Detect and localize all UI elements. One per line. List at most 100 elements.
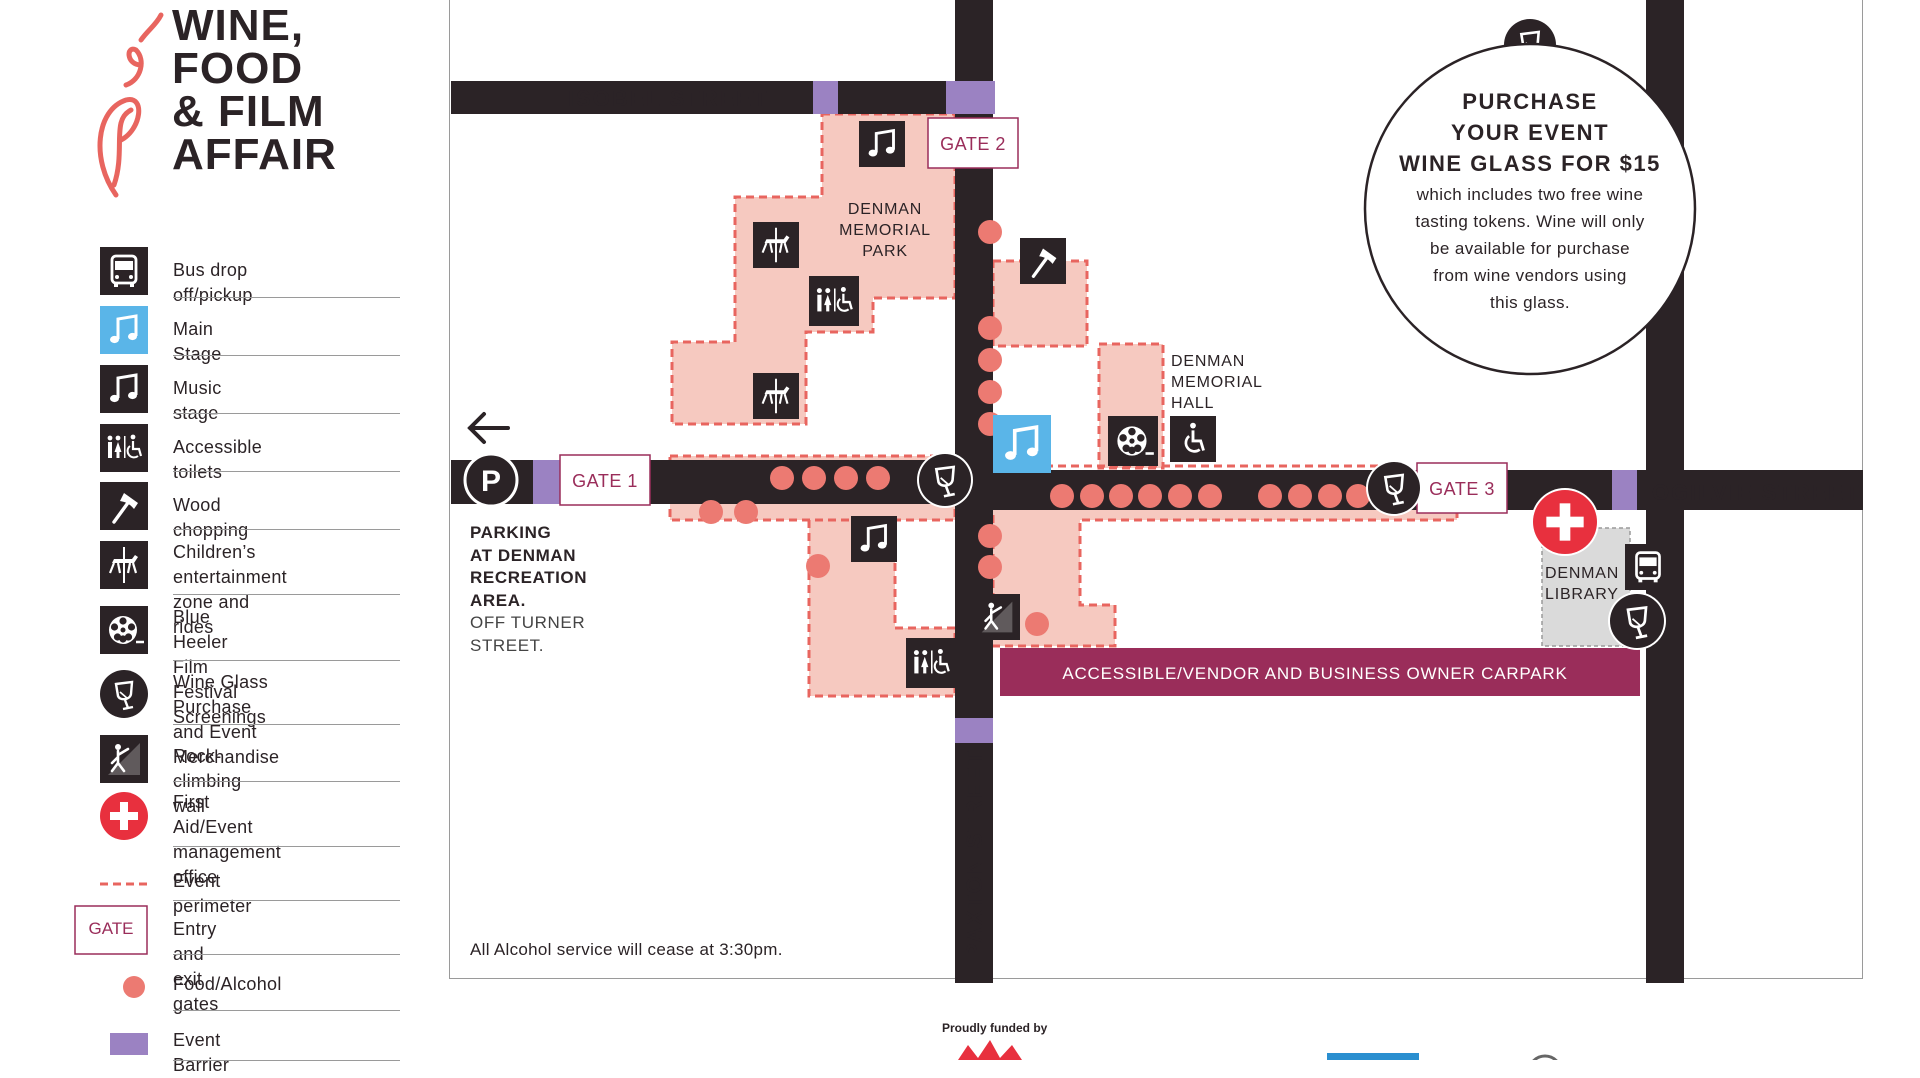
carousel-horse-icon[interactable]: [753, 222, 799, 268]
library-label-line: LIBRARY: [1545, 586, 1619, 603]
legend-label: Event perimeter: [173, 871, 252, 916]
gate-1-label: GATE 1: [572, 471, 638, 491]
food-alcohol-dot[interactable]: [1288, 484, 1312, 508]
legend-separator: [173, 781, 400, 782]
wine-glass-icon: [100, 670, 148, 718]
title-line-2: FOOD: [172, 44, 304, 93]
food-alcohol-dot[interactable]: [1050, 484, 1074, 508]
legend-separator: [173, 594, 400, 595]
hall-label: DENMAN MEMORIAL HALL: [1171, 353, 1263, 412]
bus-icon[interactable]: [1625, 544, 1671, 590]
food-alcohol-dot[interactable]: [1138, 484, 1162, 508]
legend-label: Blue Heeler Film Festival Screenings: [173, 607, 267, 727]
gate-box-label: GATE: [88, 919, 134, 938]
axe-icon: [100, 482, 148, 530]
parking-info: PARKING AT DENMAN RECREATION AREA. OFF T…: [470, 522, 587, 657]
food-alcohol-dot[interactable]: [734, 500, 758, 524]
food-alcohol-dot[interactable]: [978, 316, 1002, 340]
food-alcohol-dot[interactable]: [978, 524, 1002, 548]
food-alcohol-dot[interactable]: [978, 380, 1002, 404]
gate-3: GATE 3: [1416, 462, 1508, 514]
parking-marker[interactable]: P: [463, 452, 519, 508]
arrow-left-icon: [467, 412, 510, 444]
park-label-line: PARK: [862, 243, 908, 260]
food-alcohol-dot[interactable]: [1318, 484, 1342, 508]
legend-label: Wood chopping: [173, 495, 249, 540]
film-reel-icon: [100, 606, 148, 654]
accessible-toilets-icon: [100, 424, 148, 472]
food-alcohol-dot[interactable]: [1258, 484, 1282, 508]
title-line-3: & FILM: [172, 87, 325, 136]
legend-separator: [173, 954, 400, 955]
wine-glass-icon[interactable]: [1608, 592, 1666, 650]
carousel-horse-icon: [100, 541, 148, 589]
film-reel-icon[interactable]: [1108, 416, 1158, 466]
legend-label: Food/Alcohol: [173, 974, 282, 994]
food-alcohol-dot[interactable]: [699, 500, 723, 524]
food-alcohol-dot[interactable]: [978, 220, 1002, 244]
food-dot-icon: [100, 963, 148, 1011]
legend-separator: [173, 846, 400, 847]
food-alcohol-dot[interactable]: [978, 555, 1002, 579]
food-alcohol-dot[interactable]: [866, 466, 890, 490]
zone-park: [670, 112, 957, 426]
wine-glass-heading: PURCHASE YOUR EVENT WINE GLASS FOR $15: [1399, 89, 1661, 176]
library-label: DENMAN LIBRARY: [1545, 565, 1619, 603]
food-alcohol-dot[interactable]: [1025, 612, 1049, 636]
food-alcohol-dot[interactable]: [978, 348, 1002, 372]
accessible-toilets-icon[interactable]: [809, 276, 859, 326]
food-alcohol-dot[interactable]: [1168, 484, 1192, 508]
street-paxton: PAXTON STREET: [962, 749, 987, 958]
legend-separator: [173, 413, 400, 414]
music-icon[interactable]: [851, 516, 897, 562]
axe-icon[interactable]: [1020, 238, 1066, 284]
legend-separator: [173, 1010, 400, 1011]
denman-script-logo: [97, 12, 164, 198]
legend-separator: [173, 297, 400, 298]
legend-label: Bus drop off/pickup: [173, 260, 253, 305]
accessible-icon[interactable]: [1170, 416, 1216, 462]
climbing-icon[interactable]: [974, 594, 1020, 640]
wine-glass-callout-text: PURCHASE YOUR EVENT WINE GLASS FOR $15 w…: [1370, 86, 1690, 316]
main-stage-music-icon: [100, 306, 148, 354]
wine-glass-icon[interactable]: [917, 452, 973, 508]
food-alcohol-dot[interactable]: [1080, 484, 1104, 508]
food-alcohol-dot[interactable]: [802, 466, 826, 490]
food-alcohol-dot[interactable]: [770, 466, 794, 490]
carousel-horse-icon[interactable]: [753, 373, 799, 419]
dashed-line-icon: [100, 860, 152, 908]
food-alcohol-dot[interactable]: [1346, 484, 1370, 508]
gate-3-label: GATE 3: [1429, 479, 1495, 499]
main-stage-music-icon[interactable]: [993, 415, 1051, 473]
funded-by-label: Proudly funded by: [942, 1021, 1048, 1035]
gate-2: GATE 2: [927, 117, 1019, 169]
hall-label-line: MEMORIAL: [1171, 374, 1263, 391]
first-aid-icon[interactable]: [1531, 488, 1599, 556]
barrier: [1612, 470, 1637, 510]
partner-logo-grey: [1532, 1054, 1558, 1060]
music-icon: [100, 365, 148, 413]
food-alcohol-dot[interactable]: [1109, 484, 1133, 508]
food-alcohol-dot[interactable]: [834, 466, 858, 490]
nsw-waratah-logo: [958, 1040, 1022, 1060]
barrier: [813, 81, 838, 114]
street-ogilvie: OGILVIE STREET: [1652, 480, 1861, 505]
hall-label-line: DENMAN: [1171, 353, 1245, 370]
accessible-toilets-icon[interactable]: [906, 638, 956, 688]
alcohol-note: All Alcohol service will cease at 3:30pm…: [470, 940, 783, 959]
legend-label: First Aid/Event management office: [173, 792, 282, 887]
parking-symbol: P: [481, 465, 501, 498]
park-label: DENMAN MEMORIAL PARK: [839, 201, 930, 260]
hall-label-line: HALL: [1171, 395, 1214, 412]
wine-glass-icon[interactable]: [1366, 460, 1422, 516]
legend-label: Wine Glass Purchase and Event Merchandis…: [173, 672, 280, 767]
food-alcohol-dot[interactable]: [806, 554, 830, 578]
legend-label: Entry and exit gates: [173, 919, 219, 1014]
food-alcohol-dot[interactable]: [1198, 484, 1222, 508]
barrier-swatch-icon: [100, 1020, 148, 1068]
parking-subtitle: OFF TURNER STREET.: [470, 613, 586, 655]
music-icon[interactable]: [859, 121, 905, 167]
legend-separator: [173, 1060, 400, 1061]
barrier: [533, 460, 560, 504]
